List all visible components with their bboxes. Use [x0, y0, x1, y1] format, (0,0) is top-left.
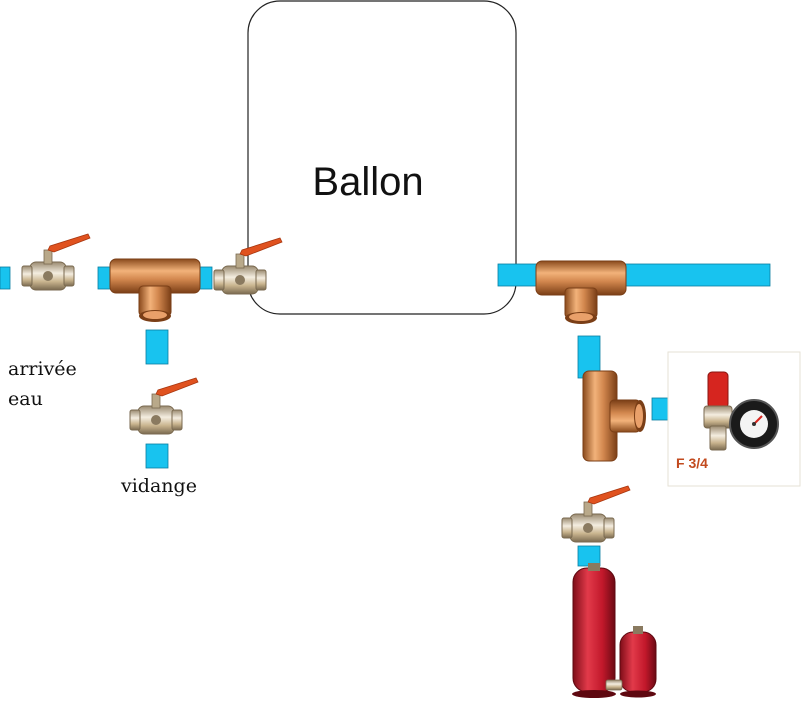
pipe-network [0, 263, 771, 567]
copper-tee-icon [535, 260, 627, 325]
copper-tee-icon [109, 258, 201, 323]
ball-valve-icon [561, 485, 631, 543]
pipe-drain-lower [145, 443, 169, 469]
label-drain: vidange [121, 475, 197, 497]
pipe-outlet-right [621, 263, 771, 287]
pressure-gauge-icon [729, 399, 779, 449]
ball-valve-icon [21, 233, 91, 291]
expansion-vessel-icon [572, 563, 657, 698]
tank-ballon [247, 0, 517, 315]
pipe-outlet-left [497, 263, 543, 287]
label-valve-size: F 3/4 [676, 455, 708, 471]
pipe-inlet-left [0, 266, 11, 290]
copper-tee-icon [582, 370, 647, 462]
pipe-drain-upper [145, 329, 169, 365]
tank-label: Ballon [312, 160, 424, 204]
label-water-inlet-line1: arrivée [8, 358, 77, 380]
label-water-inlet-line2: eau [8, 388, 43, 410]
ball-valve-icon [129, 377, 199, 435]
